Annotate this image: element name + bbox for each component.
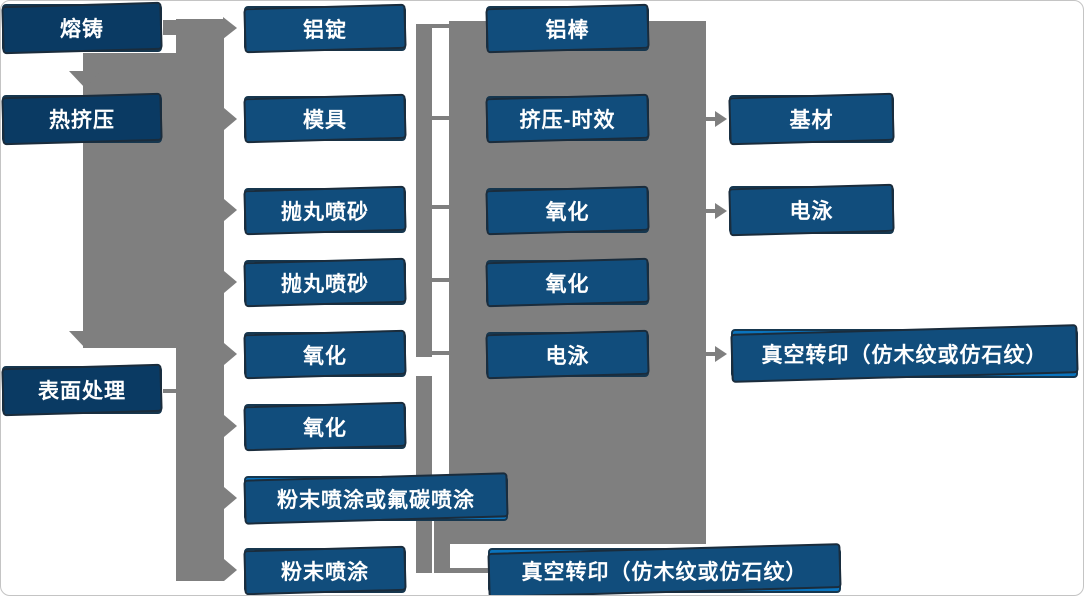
arrow-shaft-electrophoresis xyxy=(706,209,716,213)
node-electrophoresis-2: 电泳 xyxy=(729,186,894,234)
node-shot-blasting-2: 抛丸喷砂 xyxy=(244,260,406,305)
bottom-link-line xyxy=(434,568,488,573)
node-oxidation-3: 氧化 xyxy=(486,188,649,233)
node-extrusion-aging: 挤压-时效 xyxy=(486,96,649,141)
band-narrow xyxy=(176,19,224,581)
node-surface-treatment: 表面处理 xyxy=(2,366,162,414)
arrow-shaft-base-material xyxy=(706,117,716,121)
node-oxidation-1: 氧化 xyxy=(244,332,406,377)
stub-row3 xyxy=(432,205,450,209)
node-mold: 模具 xyxy=(244,96,406,141)
node-melt-casting: 熔铸 xyxy=(2,4,162,52)
node-base-material: 基材 xyxy=(729,95,894,143)
stub-row5 xyxy=(432,351,450,355)
middle-connector xyxy=(416,24,488,573)
arrow-head-oxidation-1-icon xyxy=(224,343,237,365)
arrow-head-oxidation-2-icon xyxy=(224,415,237,437)
node-vacuum-transfer-2: 真空转印（仿木纹或仿石纹） xyxy=(731,329,1078,378)
arm-row1 xyxy=(163,20,223,35)
arrow-head-shot-blasting-2-icon xyxy=(224,271,237,293)
arrow-head-base-material-icon xyxy=(715,111,727,127)
arrow-head-powder-coating-icon xyxy=(224,559,237,581)
arrow-head-aluminum-ingot-icon xyxy=(223,17,237,39)
node-shot-blasting-1: 抛丸喷砂 xyxy=(244,188,406,233)
arrow-down-hot-extrusion-icon xyxy=(69,71,101,88)
surface-treatment-stub xyxy=(163,389,177,393)
node-oxidation-2: 氧化 xyxy=(244,404,406,449)
middle-bar-upper xyxy=(416,24,432,357)
stub-row2 xyxy=(432,116,450,120)
node-vacuum-transfer-1: 真空转印（仿木纹或仿石纹） xyxy=(488,548,841,593)
arrow-head-mold-icon xyxy=(224,108,237,130)
arrow-head-electrophoresis-icon xyxy=(715,203,727,219)
arrow-shaft-vacuum-transfer xyxy=(706,352,716,356)
node-aluminum-rod: 铝棒 xyxy=(486,6,649,51)
arrow-head-powder-fluorocarbon-icon xyxy=(224,487,237,509)
node-oxidation-4: 氧化 xyxy=(486,260,649,305)
arrow-down-surface-treatment-icon xyxy=(69,331,101,348)
right-arrows xyxy=(706,111,727,362)
arrow-head-shot-blasting-1-icon xyxy=(224,199,237,221)
node-hot-extrusion: 热挤压 xyxy=(2,95,162,143)
node-electrophoresis-1: 电泳 xyxy=(486,332,649,377)
middle-bar-branch xyxy=(434,519,450,573)
stub-row4 xyxy=(432,278,450,282)
stub-row1 xyxy=(432,24,450,28)
node-powder-or-fluorocarbon-coating: 粉末喷涂或氟碳喷涂 xyxy=(244,476,508,521)
node-aluminum-ingot: 铝锭 xyxy=(244,6,406,51)
arrow-head-vacuum-transfer-icon xyxy=(715,346,727,362)
node-powder-coating: 粉末喷涂 xyxy=(244,548,406,593)
